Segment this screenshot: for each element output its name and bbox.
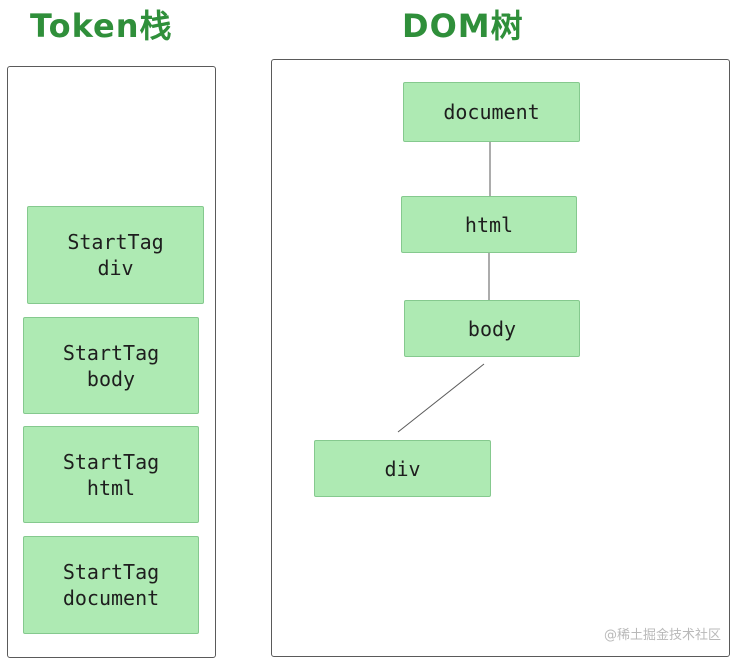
token-tag: StartTag	[62, 560, 160, 584]
token-tag: StartTag	[67, 230, 164, 254]
token-stack-item: StartTag body	[23, 317, 199, 414]
token-stack-title: Token栈	[30, 7, 173, 45]
token-stack-item: StartTag document	[23, 536, 199, 634]
token-tag: StartTag	[62, 449, 160, 474]
dom-node-label: html	[464, 212, 514, 237]
dom-node-div: div	[314, 440, 491, 497]
dom-node-body: body	[404, 300, 580, 357]
token-name: div	[97, 256, 134, 280]
token-name: html	[86, 475, 136, 500]
dom-node-html: html	[401, 196, 577, 253]
token-stack-item: StartTag html	[23, 426, 199, 523]
token-name: body	[86, 366, 136, 391]
token-stack-item: StartTag div	[27, 206, 204, 304]
watermark: @稀土掘金技术社区	[603, 628, 721, 643]
token-tag: StartTag	[62, 340, 160, 365]
token-name: document	[62, 586, 160, 610]
dom-node-label: document	[443, 100, 540, 124]
dom-node-label: body	[467, 316, 517, 341]
dom-node-document: document	[403, 82, 580, 142]
dom-node-label: div	[384, 456, 421, 481]
dom-tree-panel	[271, 59, 730, 657]
dom-tree-title: DOM树	[402, 7, 524, 45]
